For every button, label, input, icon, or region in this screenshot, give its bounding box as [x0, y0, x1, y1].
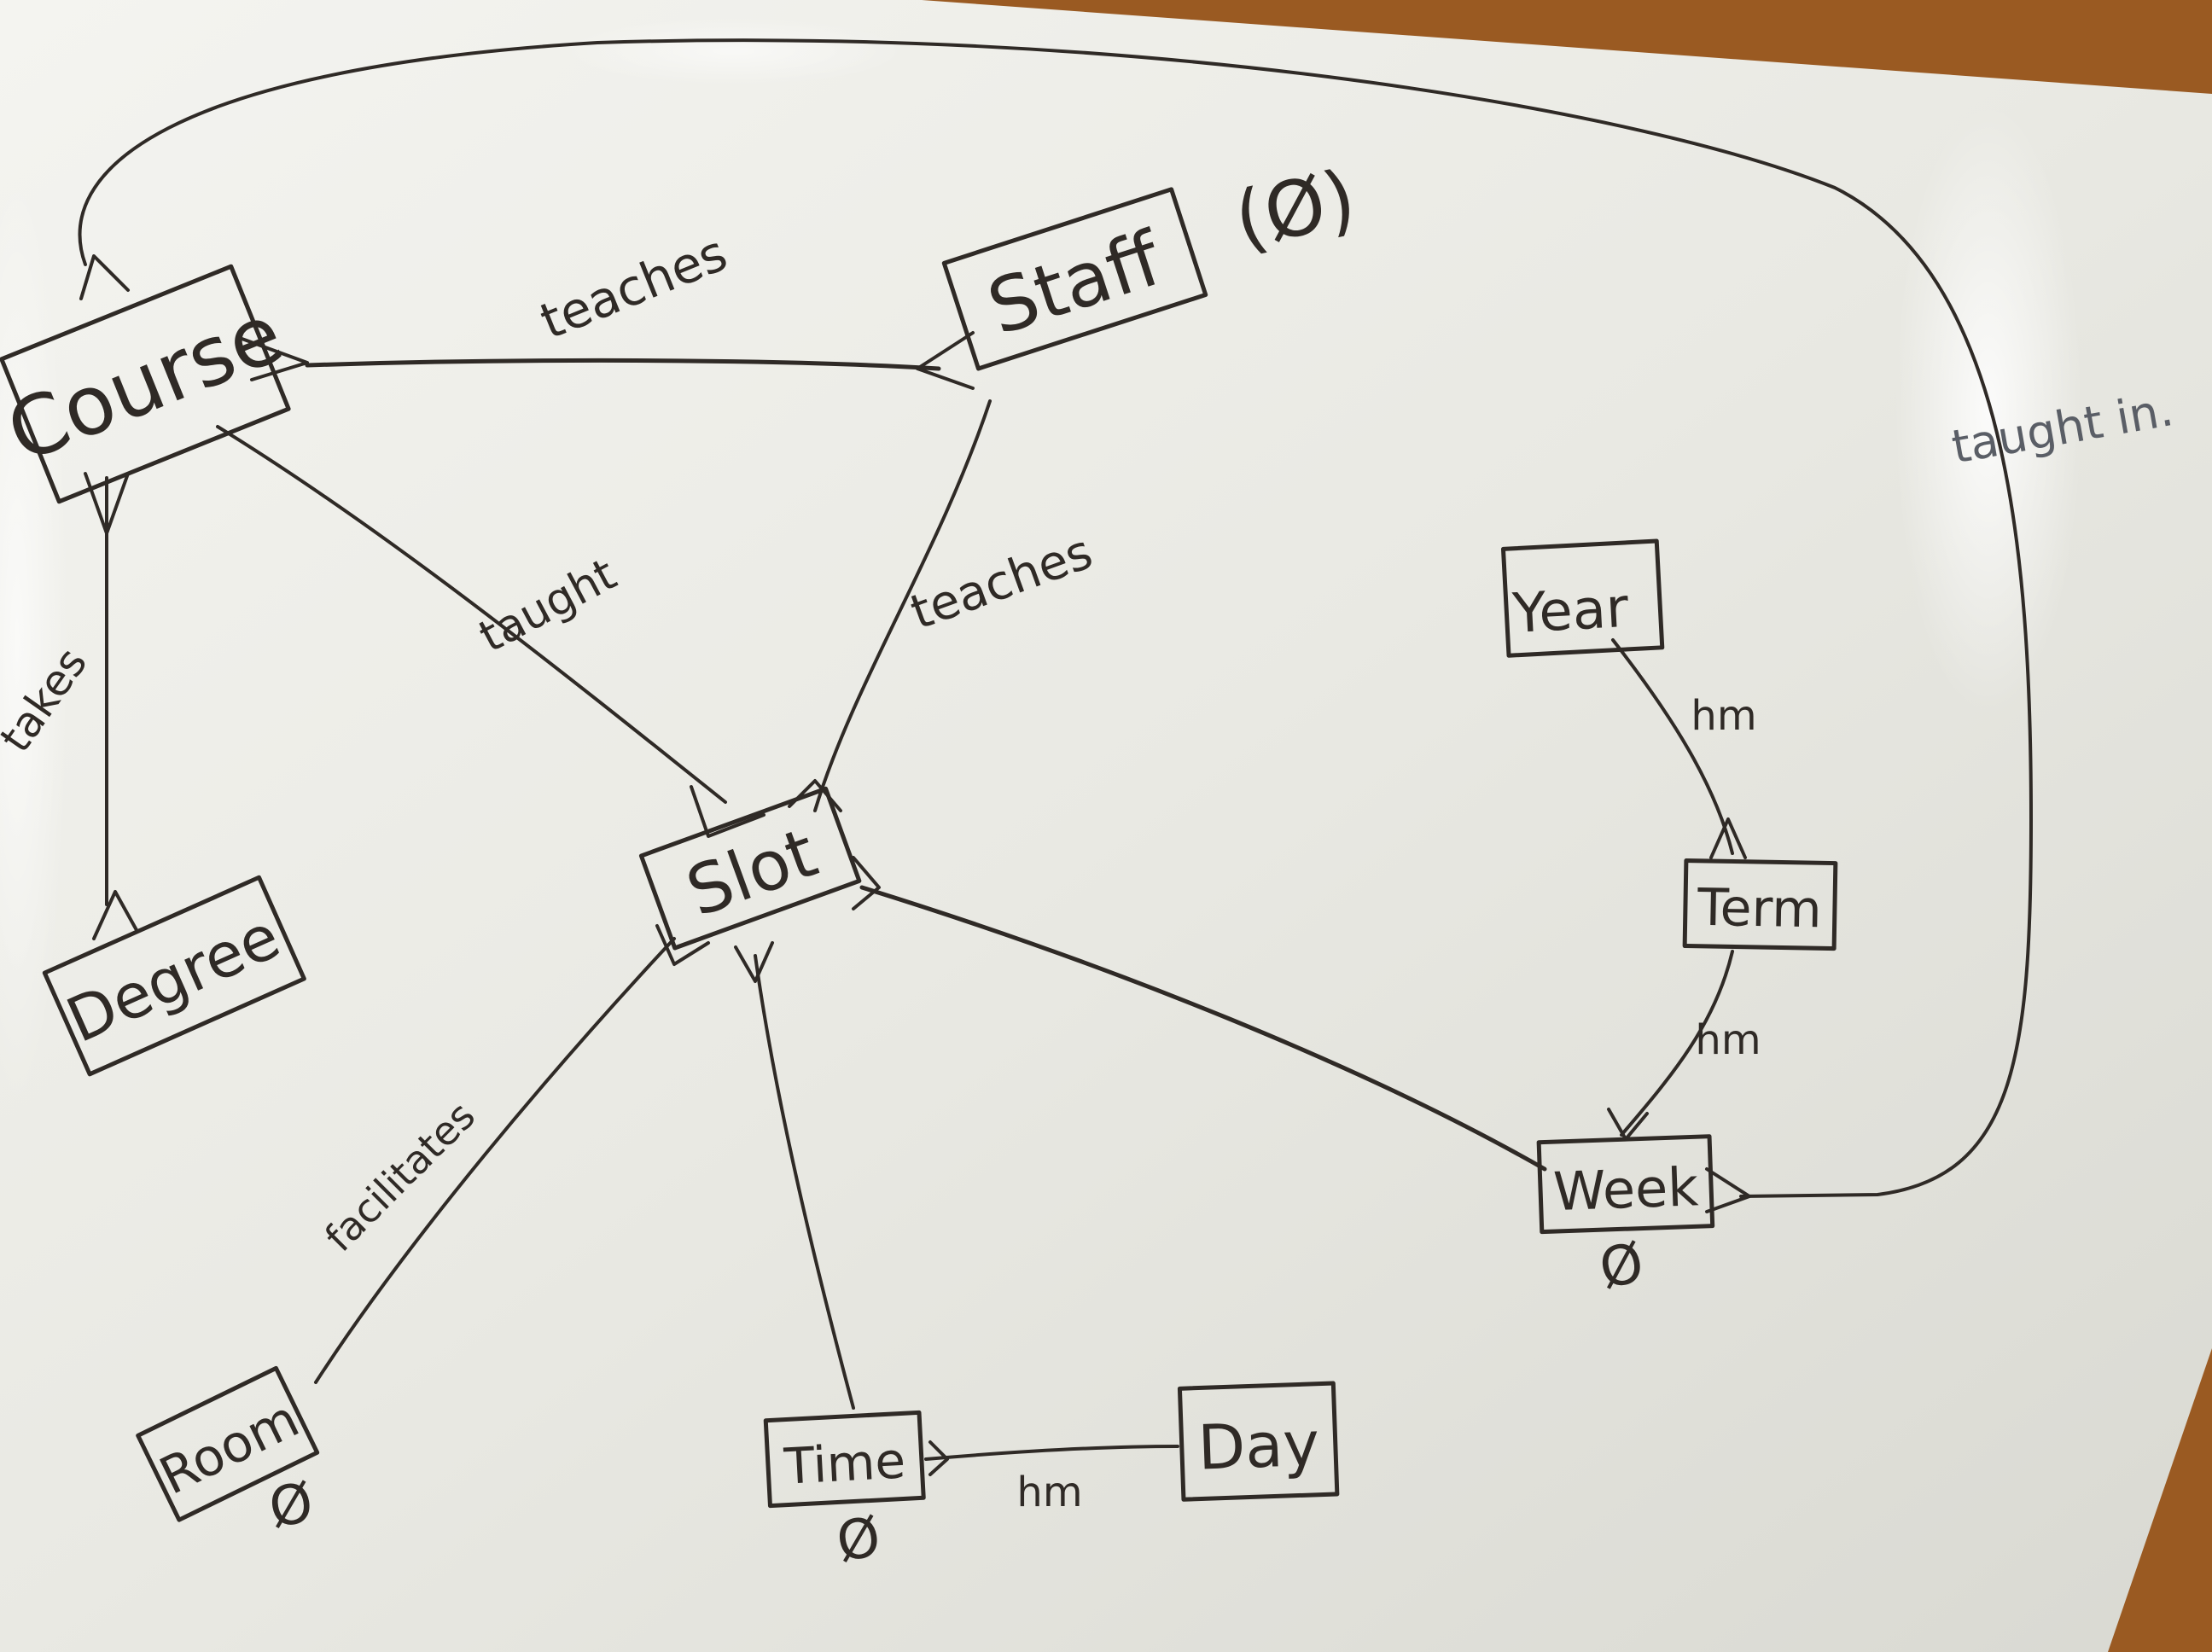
label-term-week: hm	[1695, 1016, 1761, 1064]
entity-year-label: Year	[1511, 577, 1631, 646]
label-year-term: hm	[1691, 692, 1756, 740]
entity-day-label: Day	[1196, 1408, 1320, 1484]
entity-slot: Slot	[638, 786, 862, 951]
entity-week: Week	[1536, 1134, 1715, 1235]
entity-day: Day	[1177, 1381, 1340, 1502]
glare-right	[1895, 102, 2082, 717]
entity-week-label: Week	[1552, 1155, 1699, 1223]
line-term-week	[1620, 950, 1734, 1137]
crowsfoot-degree	[92, 890, 138, 940]
glare-top	[563, 17, 905, 85]
entity-time-label: Time	[782, 1431, 906, 1495]
crowsfoot-week-right	[1705, 1167, 1751, 1213]
line-staff-slot	[813, 399, 992, 812]
crowsfoot-course-bottom	[84, 472, 130, 535]
line-course-staff	[305, 358, 941, 371]
entity-term-label: Term	[1697, 878, 1823, 940]
crowsfoot-staff	[916, 331, 975, 390]
crowsfoot-time-day	[928, 1440, 949, 1476]
entity-term: Term	[1682, 858, 1838, 951]
crowsfoot-slot-week	[852, 856, 881, 910]
crowsfoot-slot-room	[655, 924, 710, 966]
crowsfoot-course-right	[236, 335, 309, 381]
entity-time: Time	[763, 1410, 926, 1509]
entity-year: Year	[1500, 538, 1665, 658]
line-slot-room	[314, 937, 676, 1384]
crowsfoot-term-year	[1709, 817, 1747, 859]
label-time-day: hm	[1016, 1469, 1082, 1516]
line-slot-week	[859, 885, 1547, 1172]
line-course-slot	[216, 425, 727, 804]
line-slot-time	[754, 954, 855, 1410]
crowsfoot-slot-course	[690, 785, 765, 838]
crowsfoot-course-top	[79, 254, 130, 300]
glare-left	[0, 171, 68, 1109]
crowsfoot-slot-time	[734, 941, 774, 983]
line-time-day	[924, 1445, 1179, 1461]
line-course-week	[78, 38, 2033, 1198]
